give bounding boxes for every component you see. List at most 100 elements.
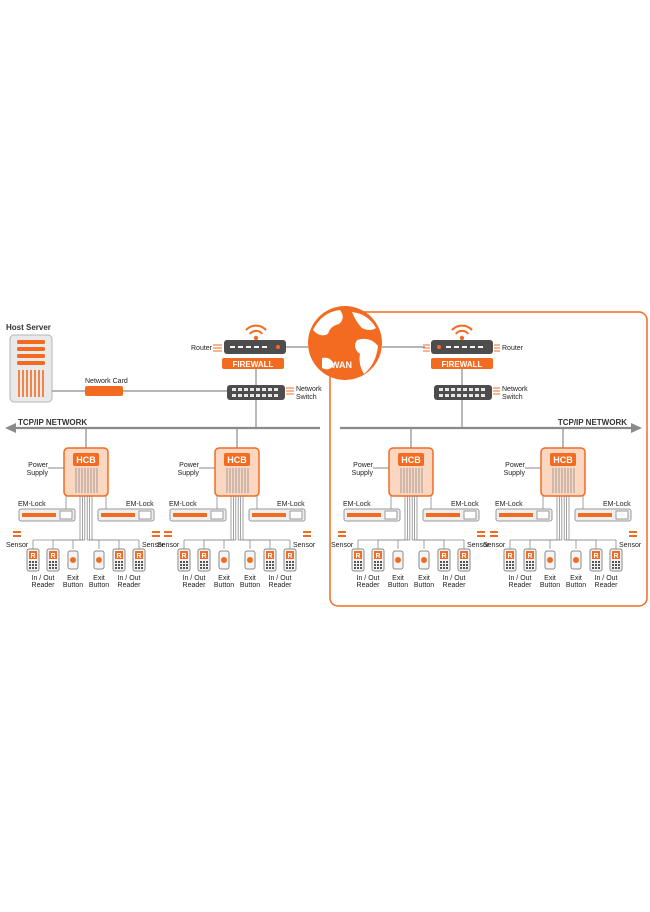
exit-button-icon	[544, 550, 556, 570]
exit-button-icon	[67, 550, 79, 570]
reader-label-line2: Reader	[509, 582, 533, 589]
exit-label-line1: Exit	[67, 575, 79, 582]
em-lock-right-label: EM-Lock	[603, 501, 631, 508]
sensor-left-label: Sensor	[331, 542, 354, 549]
em-lock-right-label: EM-Lock	[126, 501, 154, 508]
reader-icon: R	[283, 548, 297, 572]
sensor-right-label: Sensor	[142, 542, 165, 549]
hcb-label: HCB	[227, 455, 247, 465]
power-supply-label-line2: Supply	[504, 470, 526, 477]
host-server-label: Host Server	[6, 323, 51, 332]
wifi-icon	[451, 324, 473, 341]
switch-icon	[434, 385, 492, 400]
exit-label-line1: Exit	[218, 575, 230, 582]
em-lock-left-label: EM-Lock	[18, 501, 46, 508]
reader-label-line1: In / Out	[269, 575, 292, 582]
reader-label-line2: Reader	[357, 582, 381, 589]
exit-label-line2: Button	[566, 582, 586, 589]
router-icon	[431, 340, 493, 354]
reader-icon: R	[197, 548, 211, 572]
exit-label-line1: Exit	[244, 575, 256, 582]
em-lock-right-label: EM-Lock	[277, 501, 305, 508]
reader-label-line2: Reader	[269, 582, 293, 589]
sensor-left-label: Sensor	[157, 542, 180, 549]
sensor-icon	[490, 531, 498, 537]
exit-label-line2: Button	[388, 582, 408, 589]
sensor-right-label: Sensor	[467, 542, 490, 549]
exit-button-icon	[418, 550, 430, 570]
sensor-left-label: Sensor	[6, 542, 29, 549]
reader-icon: R	[371, 548, 385, 572]
switch-icon	[227, 385, 285, 400]
em-lock-left-label: EM-Lock	[169, 501, 197, 508]
hcb-label: HCB	[553, 455, 573, 465]
exit-label-line2: Button	[63, 582, 83, 589]
exit-button-icon	[392, 550, 404, 570]
router-label: Router	[502, 345, 524, 352]
em-lock-right-label: EM-Lock	[451, 501, 479, 508]
sensor-icon	[303, 531, 311, 537]
exit-button-icon	[218, 550, 230, 570]
reader-glyph: R	[201, 553, 206, 560]
em-lock-left-label: EM-Lock	[495, 501, 523, 508]
hcb-badge	[73, 453, 99, 466]
reader-icon: R	[589, 548, 603, 572]
server-icon	[9, 334, 53, 403]
tcpip-label-right: TCP/IP NETWORK	[558, 418, 627, 427]
reader-glyph: R	[507, 553, 512, 560]
sensor-icon	[629, 531, 637, 537]
sensor-icon	[13, 531, 21, 537]
wan-label: WAN	[331, 360, 352, 370]
reader-label-line2: Reader	[32, 582, 56, 589]
reader-label-line2: Reader	[595, 582, 619, 589]
exit-label-line2: Button	[89, 582, 109, 589]
globe-icon: WAN	[308, 306, 382, 380]
reader-glyph: R	[287, 553, 292, 560]
sensor-icon	[477, 531, 485, 537]
exit-button-icon	[244, 550, 256, 570]
reader-icon: R	[112, 548, 126, 572]
router-icon	[224, 340, 286, 354]
exit-label-line1: Exit	[392, 575, 404, 582]
exit-label-line2: Button	[240, 582, 260, 589]
sensor-right-label: Sensor	[293, 542, 316, 549]
reader-label-line1: In / Out	[118, 575, 141, 582]
reader-glyph: R	[136, 553, 141, 560]
router-label: Router	[191, 345, 213, 352]
reader-icon: R	[263, 548, 277, 572]
reader-icon: R	[437, 548, 451, 572]
reader-label-line2: Reader	[183, 582, 207, 589]
reader-glyph: R	[355, 553, 360, 560]
reader-glyph: R	[613, 553, 618, 560]
power-supply-label-line2: Supply	[352, 470, 374, 477]
reader-icon: R	[609, 548, 623, 572]
switch-label-line1: Network	[296, 386, 322, 393]
power-supply-label-line2: Supply	[27, 470, 49, 477]
reader-label-line1: In / Out	[595, 575, 618, 582]
reader-glyph: R	[441, 553, 446, 560]
reader-glyph: R	[375, 553, 380, 560]
remote-site-frame	[329, 311, 648, 607]
sensor-icon	[164, 531, 172, 537]
wifi-icon	[245, 324, 267, 341]
em-lock-left-label: EM-Lock	[343, 501, 371, 508]
exit-label-line1: Exit	[418, 575, 430, 582]
reader-glyph: R	[593, 553, 598, 560]
switch-label-line2: Switch	[296, 394, 317, 401]
sensor-left-label: Sensor	[483, 542, 506, 549]
exit-label-line2: Button	[414, 582, 434, 589]
reader-icon: R	[457, 548, 471, 572]
power-supply-label-line1: Power	[28, 462, 49, 469]
power-supply-label-line1: Power	[353, 462, 374, 469]
sensor-icon	[152, 531, 160, 537]
exit-label-line2: Button	[540, 582, 560, 589]
reader-icon: R	[351, 548, 365, 572]
exit-button-icon	[570, 550, 582, 570]
power-supply-label-line1: Power	[179, 462, 200, 469]
reader-label-line1: In / Out	[443, 575, 466, 582]
